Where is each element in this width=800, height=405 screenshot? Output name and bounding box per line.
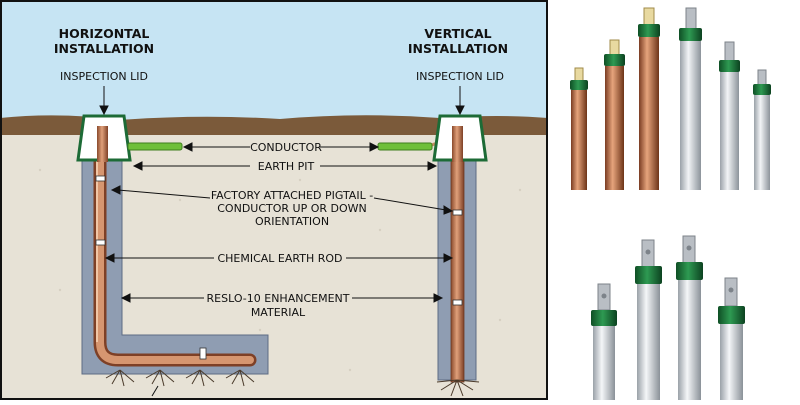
pigtail-label-line1: FACTORY ATTACHED PIGTAIL - xyxy=(211,189,373,202)
copper-rods-photo xyxy=(558,0,800,198)
inspection-lid-label-right: INSPECTION LID xyxy=(416,70,504,83)
galvanized-rod-1 xyxy=(679,7,702,190)
horizontal-title-line2: INSTALLATION xyxy=(54,41,154,56)
roots-horizontal xyxy=(105,369,255,387)
earth-pit-label: EARTH PIT xyxy=(258,160,315,173)
earth-rod-vertical xyxy=(450,131,465,383)
vertical-title-line1: VERTICAL xyxy=(424,26,491,41)
galvanized-rod-4 xyxy=(591,283,617,400)
inspection-lid-label-left: INSPECTION LID xyxy=(60,70,148,83)
rod-label: CHEMICAL EARTH ROD xyxy=(217,252,342,265)
galvanized-rod-2 xyxy=(719,41,740,190)
conductor-right xyxy=(377,142,433,151)
diagram-frame xyxy=(0,0,548,400)
leader-lines xyxy=(99,86,465,397)
soil-layer xyxy=(0,115,548,137)
pigtail-label-line3: ORIENTATION xyxy=(255,215,329,228)
ground-speckle xyxy=(38,168,522,372)
galvanized-rod-3 xyxy=(753,69,771,190)
conductor-left xyxy=(127,142,183,151)
conductor-label: CONDUCTOR xyxy=(250,141,322,154)
copper-rod-1 xyxy=(570,67,588,190)
earthing-diagram: HORIZONTAL INSTALLATION VERTICAL INSTALL… xyxy=(0,0,548,400)
copper-rod-3 xyxy=(638,7,660,190)
copper-rod-2 xyxy=(604,39,625,190)
rod-clamps xyxy=(95,175,463,360)
galvanized-rod-7 xyxy=(718,277,745,400)
galvanized-rods-photo xyxy=(558,226,800,400)
material-label-line1: RESLO-10 ENHANCEMENT xyxy=(207,292,350,305)
galvanized-rod-5 xyxy=(635,239,662,400)
horizontal-title-line1: HORIZONTAL xyxy=(59,26,150,41)
sky xyxy=(0,0,548,122)
vertical-title-line2: INSTALLATION xyxy=(408,41,508,56)
material-label-line2: MATERIAL xyxy=(251,306,306,319)
roots-vertical xyxy=(436,379,480,397)
galvanized-rod-6 xyxy=(676,235,703,400)
pigtail-label-line2: CONDUCTOR UP OR DOWN xyxy=(217,202,367,215)
